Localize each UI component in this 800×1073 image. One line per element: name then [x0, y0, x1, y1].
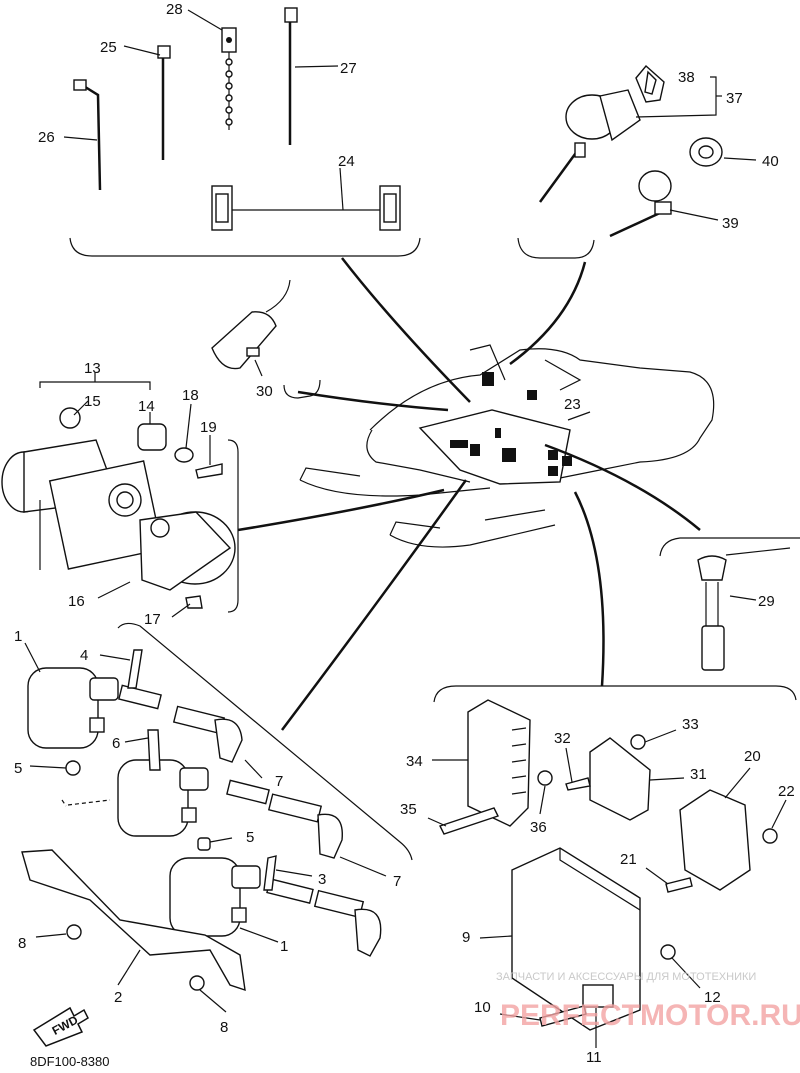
bolt-4: [127, 649, 143, 689]
condenser-30: [211, 279, 321, 399]
callout-3: 3: [318, 871, 326, 888]
callout-21: 21: [620, 851, 637, 868]
callout-13: 13: [84, 360, 101, 377]
callout-36: 36: [530, 819, 547, 836]
bracket-20: [679, 789, 751, 891]
grommet-14: [137, 423, 167, 451]
nut-22: [762, 828, 778, 844]
clamp-6: [147, 729, 161, 771]
callout-31: 31: [690, 766, 707, 783]
cable-ties-group: [63, 7, 421, 257]
callout-29: 29: [758, 593, 775, 610]
callout-22: 22: [778, 783, 795, 800]
callout-1b: 1: [280, 938, 288, 955]
strap-24: [211, 185, 401, 231]
key-switch-group: [517, 64, 757, 259]
bolt-21: [665, 877, 693, 893]
nut-36: [537, 770, 553, 786]
callout-8b: 8: [220, 1019, 228, 1036]
connector-lines: [237, 257, 701, 731]
callout-39: 39: [722, 215, 739, 232]
callout-38: 38: [678, 69, 695, 86]
cdi-group: [427, 685, 797, 1048]
snowmobile-outline: [299, 344, 715, 548]
starter-relay-group: [1, 372, 239, 618]
callout-20: 20: [744, 748, 761, 765]
callout-18: 18: [182, 387, 199, 404]
callout-10: 10: [474, 999, 491, 1016]
coil-7: [117, 759, 189, 837]
callout-28: 28: [166, 1, 183, 18]
callout-4: 4: [80, 647, 88, 664]
callout-8a: 8: [18, 935, 26, 952]
nut-8a: [66, 924, 82, 940]
tie-25-head: [157, 45, 171, 59]
callout-24: 24: [338, 153, 355, 170]
callout-17: 17: [144, 611, 161, 628]
callout-7b: 7: [393, 873, 401, 890]
switch-39: [638, 170, 672, 202]
bolt-10: [539, 1005, 587, 1027]
regulator-31: [589, 737, 651, 821]
bracket-2: [21, 849, 246, 992]
ignition-coils-group: [21, 622, 413, 1013]
callout-9: 9: [462, 929, 470, 946]
callout-5a: 5: [14, 760, 22, 777]
switch-wire: [538, 149, 580, 203]
callout-27: 27: [340, 60, 357, 77]
callout-12: 12: [704, 989, 721, 1006]
coil-1-lower: [169, 857, 241, 937]
nut-8b: [189, 975, 205, 991]
rectifier-34: [467, 699, 531, 827]
callout-23: 23: [564, 396, 581, 413]
callout-30: 30: [256, 383, 273, 400]
callout-26: 26: [38, 129, 55, 146]
callout-7a: 7: [275, 773, 283, 790]
electrical-panel-23: [418, 409, 571, 485]
clamp-28: [221, 27, 237, 130]
bolt-35: [439, 807, 499, 835]
coil-1-top: [27, 667, 99, 749]
callout-25: 25: [100, 39, 117, 56]
callout-11: 11: [586, 1049, 602, 1066]
cap-5a: [65, 760, 81, 776]
callout-19: 19: [200, 419, 217, 436]
watermark-line2: PERFECTMOTOR.RU: [500, 999, 800, 1032]
nut-33: [630, 734, 646, 750]
bracket-11: [582, 984, 614, 1008]
band-26: [81, 83, 102, 191]
fwd-arrow: FWD: [32, 1006, 89, 1047]
bolt-17: [185, 595, 203, 609]
watermark-line1: ЗАПЧАСТИ И АКСЕССУАРЫ ДЛЯ МОТОТЕХНИКИ: [496, 971, 756, 983]
bolt-3: [263, 855, 277, 891]
tie-27-head: [284, 7, 298, 23]
nut-12: [660, 944, 676, 960]
diagram-code: 8DF100-8380: [30, 1054, 110, 1069]
callout-14: 14: [138, 398, 155, 415]
callout-34: 34: [406, 753, 423, 770]
sensor-29: [659, 537, 800, 671]
callout-5b: 5: [246, 829, 254, 846]
cap-5b: [197, 837, 211, 851]
callout-6: 6: [112, 735, 120, 752]
callouts: 28 25 27 26 24 38 37 40 39 30 23 13 15 1…: [14, 1, 795, 1066]
callout-15: 15: [84, 393, 101, 410]
bolt-19: [195, 463, 223, 479]
callout-1a: 1: [14, 628, 22, 645]
bolt-32: [565, 777, 591, 791]
callout-33: 33: [682, 716, 699, 733]
band-26-head: [73, 79, 87, 91]
callout-40: 40: [762, 153, 779, 170]
washer-18: [174, 447, 194, 463]
callout-32: 32: [554, 730, 571, 747]
callout-2: 2: [114, 989, 122, 1006]
callout-37: 37: [726, 90, 743, 107]
callout-16: 16: [68, 593, 85, 610]
cap-15: [59, 407, 81, 429]
callout-35: 35: [400, 801, 417, 818]
